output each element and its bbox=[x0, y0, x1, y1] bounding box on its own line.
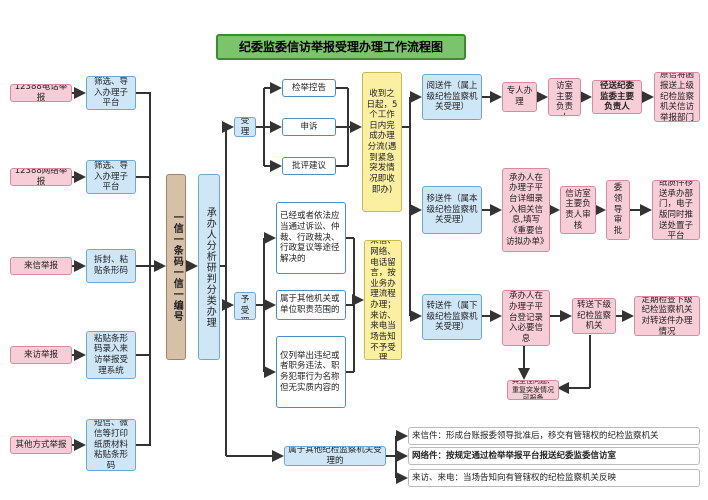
step-office-head: 送信访室主要负责人 bbox=[548, 78, 581, 116]
source-other-report: 其他方式举报 bbox=[10, 436, 72, 454]
type-accusation: 检举控告 bbox=[282, 79, 336, 97]
source-letter-report: 来信举报 bbox=[10, 257, 72, 275]
result-send-department: 纸质件移送承办部门，电子版同时推送处置子平台 bbox=[652, 180, 700, 240]
other-agency-label: 属于其他纪检监察机关受理的 bbox=[284, 446, 386, 466]
category-read-send: 阅送件（属上级纪检监察机关受理） bbox=[422, 74, 482, 120]
accept-label: 受理 bbox=[234, 117, 256, 137]
process-network: 筛选、导入办理子平台 bbox=[86, 160, 136, 194]
reject-notice-box: 来信、网络、电话留言，按业务办理流程办理；来访、来电当场告知不予受理 bbox=[364, 240, 402, 360]
source-phone-report: 12388电话举报 bbox=[10, 84, 72, 102]
process-letter: 拆封、粘贴条形码 bbox=[86, 249, 136, 283]
process-visit: 粘贴条形码录入来访举报受理系统 bbox=[86, 331, 136, 379]
other-network-item: 网络件：按规定通过检举举报平台报送纪委监委信访室 bbox=[408, 447, 700, 465]
reject-case-other-agency: 属于其他机关或单位职责范围的 bbox=[276, 290, 346, 320]
source-network-report: 12388网络举报 bbox=[10, 168, 72, 186]
step-register-info: 承办人在办理子平台登记录入必要信息 bbox=[502, 290, 550, 346]
step-forward-lower: 转送下级纪检监察机关 bbox=[572, 298, 616, 334]
type-appeal: 申诉 bbox=[282, 118, 336, 136]
barcode-numbering-box: 一信一条码一信一编号 bbox=[166, 174, 186, 360]
reject-label: 不予受理 bbox=[234, 292, 256, 320]
result-check-lower: 定期检查下级纪检监察机关对转送件办理情况 bbox=[634, 296, 700, 336]
other-visit-item: 来访、来电：当场告知向有管辖权的纪检监察机关反映 bbox=[408, 469, 700, 487]
analysis-box: 承办人分析研判分类办理 bbox=[198, 174, 220, 360]
type-suggestion: 批评建议 bbox=[282, 157, 336, 175]
step-leader-approval: 委领导审批 bbox=[606, 180, 630, 240]
category-forward: 转送件（属下级纪检监察机关受理） bbox=[422, 294, 482, 340]
source-visit-report: 来访举报 bbox=[10, 346, 72, 364]
step-specialist: 专人办理 bbox=[502, 82, 537, 112]
reject-case-legal: 已经或者依法应当通过诉讼、仲裁、行政裁决、行政复议等途径解决的 bbox=[276, 202, 346, 274]
reject-case-no-substance: 仅列举出违纪或者职务违法、职务犯罪行为名称但无实质内容的 bbox=[276, 336, 346, 408]
side-report-note: 典型性问题、重复突发情况可报备 bbox=[507, 380, 559, 400]
step-commission-head: 径送纪委监委主要负责人 bbox=[592, 80, 642, 114]
process-other: 短信、微信等打印纸质材料粘贴条形码 bbox=[86, 419, 136, 471]
other-letter-item: 来信件：形成台账报委领导批准后，移交有管辖权的纪检监察机关 bbox=[408, 427, 700, 445]
result-report-superior: 原信将函报送上级纪检监察机关信访举报部门 bbox=[654, 72, 700, 122]
flowchart-title: 纪委监委信访举报受理办理工作流程图 bbox=[216, 34, 466, 60]
deadline-box: 收到之日起，5个工作日内完成办理分流(遇到紧急突发情况即收即办) bbox=[362, 72, 402, 212]
step-head-review: 信访室主要负责人审核 bbox=[560, 186, 596, 234]
category-transfer: 移送件（属本级纪检监察机关受理） bbox=[422, 186, 482, 234]
process-phone: 筛选、导入办理子平台 bbox=[86, 76, 136, 110]
step-entry-record: 承办人在办理子平台详细录入相关信息,填写《重要信访拟办单》 bbox=[502, 168, 550, 252]
